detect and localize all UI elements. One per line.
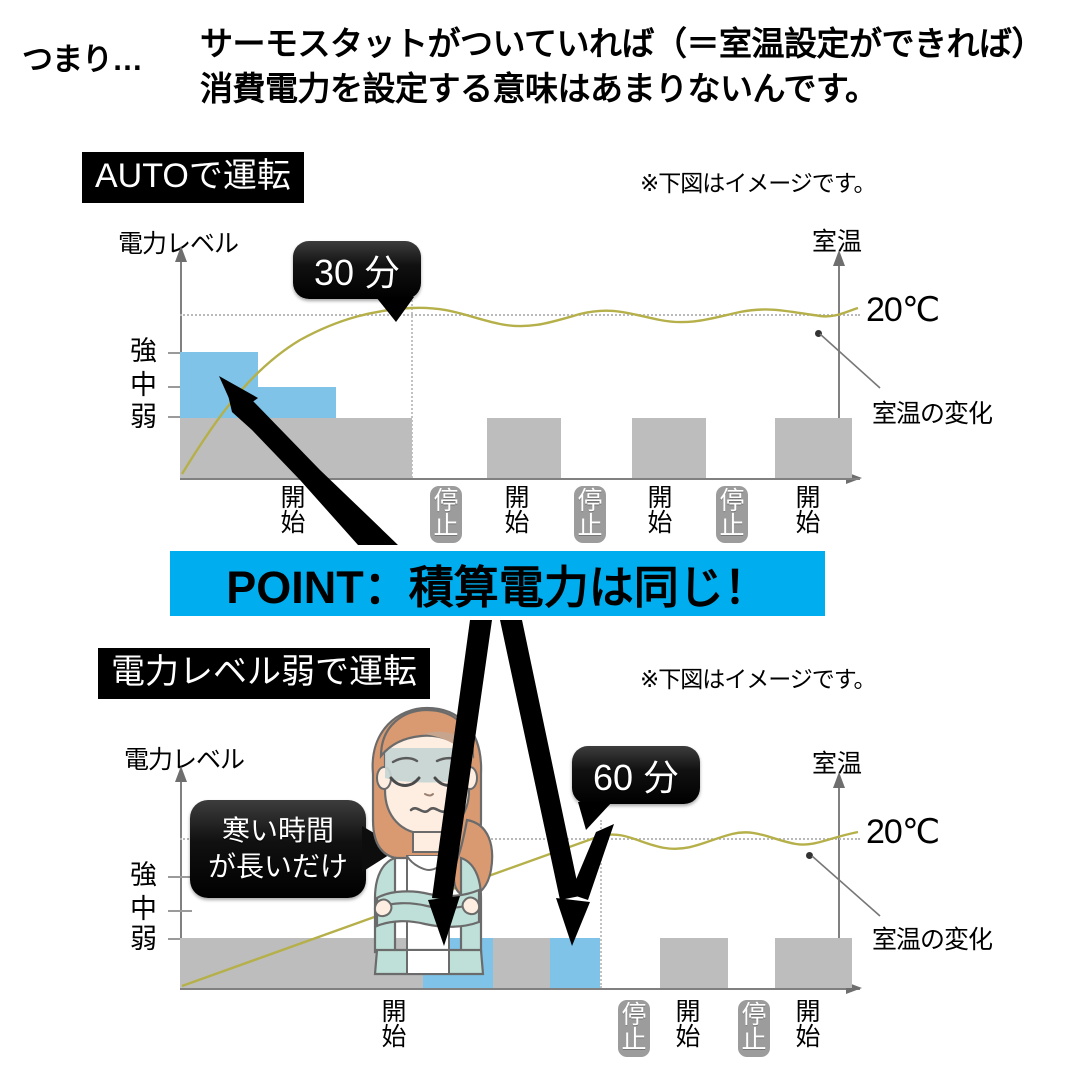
chart-bottom-power-bar [423,938,493,988]
chart-bottom-legend-label: 室温の変化 [872,926,993,954]
chart-top-y-label-medium: 中 [130,370,157,400]
chart-top-legend-dot [815,330,822,337]
chart-bottom-onoff-bar [493,938,550,988]
chart-top-right-axis-title: 室温 [812,228,863,256]
chart-top-callout-30min-label: 30 分 [313,252,401,293]
chart-top-y-label-strong: 強 [130,336,157,366]
chart-top-y-label-weak: 弱 [130,402,157,432]
chart-bottom-y-label-weak: 弱 [130,924,157,954]
chart-top-note: ※下図はイメージです。 [640,170,877,196]
chart-bottom-note: ※下図はイメージです。 [640,666,877,692]
chart-bottom-tick-strong [168,876,192,878]
point-banner: POINT：積算電力は同じ！ [170,551,825,616]
chart-bottom-y-label-medium: 中 [130,894,157,924]
chart-bottom-x-label-start-3: 開始 [795,998,821,1051]
speech-bubble-line-2: が長いだけ [207,851,348,882]
chart-bottom-60min-line [600,820,602,988]
chart-bottom-onoff-bar [180,938,423,988]
header-main-text: サーモスタットがついていれば（＝室温設定ができれば） 消費電力を設定する意味はあ… [200,22,1045,111]
chart-bottom-temp-label: 20℃ [866,813,940,851]
chart-bottom-callout-60min: 60 分 [572,746,700,804]
header-intro-text: つまり… [22,42,143,77]
chart-top-temp-label: 20℃ [866,291,940,329]
point-banner-label: POINT：積算電力は同じ！ [226,562,769,613]
chart-bottom-x-label-stop-2: 停止 [738,1000,770,1057]
chart-bottom-onoff-bar [775,938,852,988]
header-line-2: 消費電力を設定する意味はあまりないんです。 [200,69,878,107]
chart-top-x-label-start-4: 開始 [795,484,821,537]
chart-bottom-y-axis-title: 電力レベル [124,746,245,774]
chart-top-x-label-stop-3: 停止 [716,486,748,543]
chart-top-x-label-stop-1: 停止 [430,486,462,543]
chart-top-title: AUTOで運転 [82,152,304,204]
chart-bottom-power-bar [550,938,600,988]
chart-bottom-right-axis-title: 室温 [812,750,863,778]
chart-top-callout-30min: 30 分 [293,241,421,299]
chart-top-x-label-start-2: 開始 [504,484,530,537]
chart-bottom-x-label-stop-1: 停止 [618,1000,650,1057]
chart-top-legend-label: 室温の変化 [872,400,993,428]
chart-bottom-x-label-start-2: 開始 [675,998,701,1051]
chart-top-x-axis [180,478,860,480]
chart-bottom-y-label-strong: 強 [130,860,157,890]
chart-bottom-tick-medium [168,910,192,912]
chart-bottom-legend-dot [806,852,813,859]
chart-bottom-y-axis [180,778,182,990]
chart-top-x-label-start-3: 開始 [647,484,673,537]
speech-bubble-cold: 寒い時間 が長いだけ [190,800,366,898]
chart-bottom-x-axis [180,988,860,990]
chart-bottom-onoff-bar [660,938,728,988]
chart-bottom-x-label-start-1: 開始 [381,998,407,1051]
speech-bubble-line-1: 寒い時間 [221,814,334,846]
chart-bottom-callout-60min-label: 60 分 [592,757,680,798]
header-line-1: サーモスタットがついていれば（＝室温設定ができれば） [200,25,1045,62]
chart-top-x-label-stop-2: 停止 [574,486,606,543]
chart-bottom-title: 電力レベル弱で運転 [98,648,430,700]
